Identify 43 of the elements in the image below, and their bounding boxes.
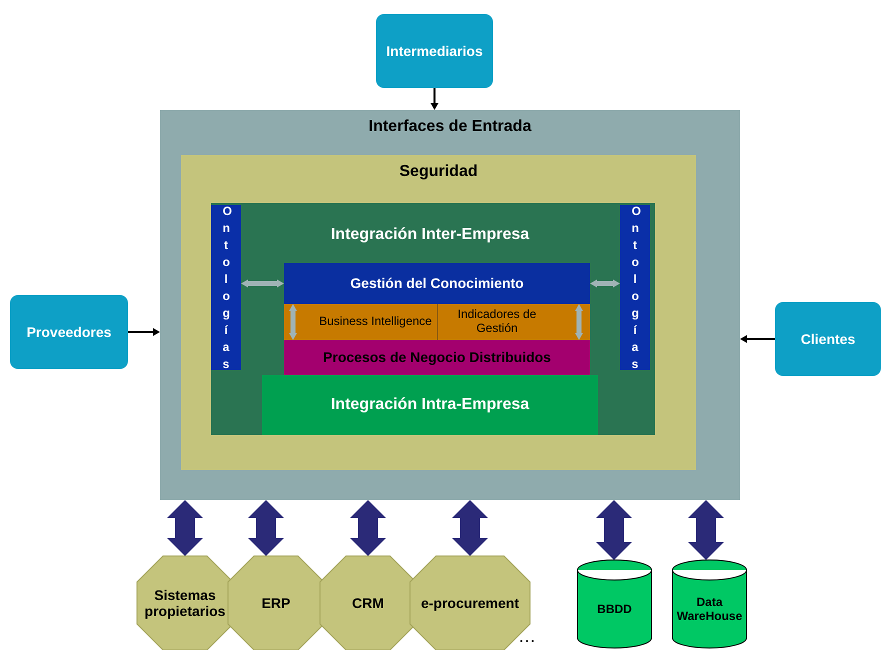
knowledge-layer-box bbox=[284, 263, 590, 304]
ontology-pillar bbox=[211, 205, 241, 370]
node-label: Integración Intra-Empresa bbox=[330, 396, 530, 414]
node-label: Clientes bbox=[800, 330, 856, 348]
participant-box bbox=[376, 14, 493, 88]
node-label: Ontologías bbox=[632, 202, 638, 372]
arrow bbox=[430, 88, 438, 110]
arrow bbox=[575, 304, 583, 340]
node-label: Ontologías bbox=[222, 202, 230, 372]
node-label: Gestión del Conocimiento bbox=[350, 275, 524, 292]
node-label: Sistemas propietarios bbox=[144, 586, 226, 620]
node-label: Business Intelligence bbox=[319, 315, 432, 329]
node-label: Intermediarios bbox=[386, 42, 483, 60]
process-layer-box bbox=[284, 340, 590, 375]
node-label: Procesos de Negocio Distribuidos bbox=[323, 349, 551, 366]
integration-band bbox=[262, 375, 598, 435]
double-arrow bbox=[167, 500, 203, 556]
arrow bbox=[740, 335, 775, 343]
arrow bbox=[241, 280, 284, 288]
node-label: Integración Inter-Empresa bbox=[330, 226, 530, 244]
node-label: CRM bbox=[352, 594, 384, 612]
node-label: e-procurement bbox=[420, 594, 520, 612]
double-arrow bbox=[688, 500, 724, 560]
node-label: Data WareHouse bbox=[676, 596, 744, 624]
double-arrow bbox=[452, 500, 488, 556]
participant-box bbox=[10, 295, 128, 369]
node-label: ERP bbox=[262, 594, 290, 612]
ontology-pillar bbox=[620, 205, 650, 370]
double-arrow bbox=[596, 500, 632, 560]
node-label: Proveedores bbox=[26, 324, 112, 340]
node-label: Interfaces de Entrada bbox=[368, 118, 532, 136]
arrow bbox=[289, 304, 297, 340]
security-layer-box bbox=[181, 155, 696, 470]
arrow bbox=[590, 280, 620, 288]
double-arrow bbox=[350, 500, 386, 556]
double-arrow bbox=[248, 500, 284, 556]
arrow bbox=[128, 328, 160, 336]
node-label: Seguridad bbox=[399, 163, 478, 182]
node-label: BBDD bbox=[597, 603, 632, 617]
interface-layer-box bbox=[160, 110, 740, 500]
participant-box bbox=[775, 302, 881, 376]
ellipsis-label: … bbox=[518, 626, 536, 647]
node-label: Indicadores de Gestión bbox=[456, 308, 538, 336]
